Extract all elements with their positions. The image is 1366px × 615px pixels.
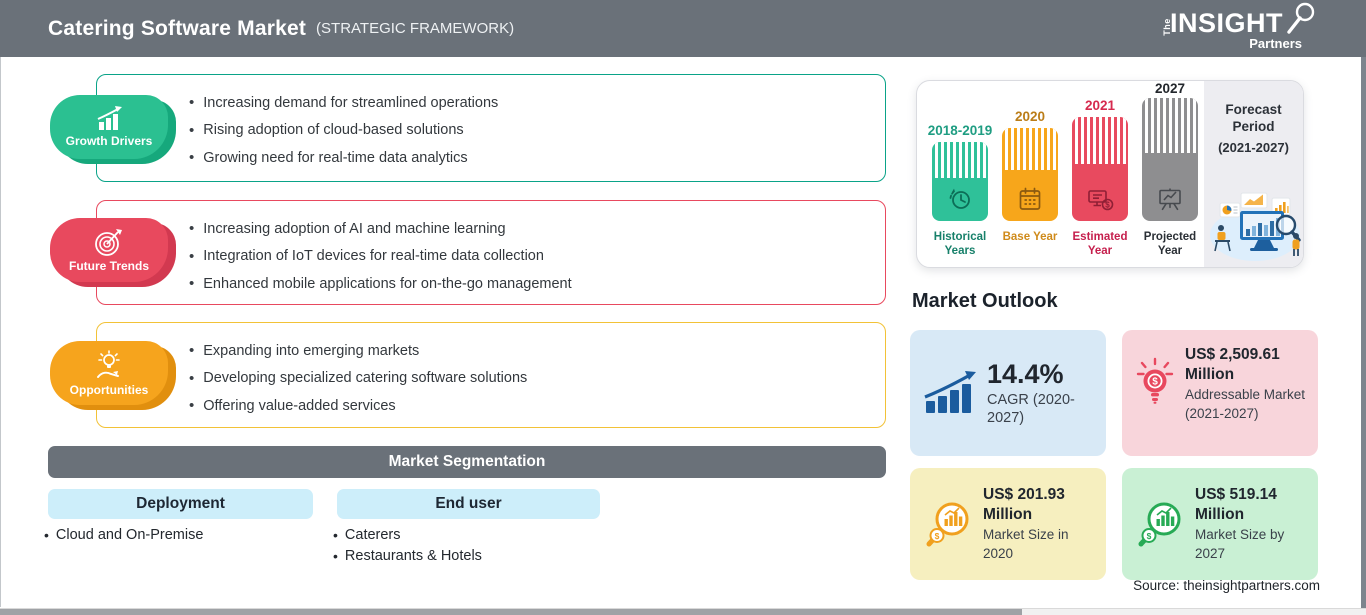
cagr-card: 14.4% CAGR (2020-2027): [910, 330, 1106, 456]
segment-header-end-user: End user: [337, 489, 600, 519]
segment-header-deployment: Deployment: [48, 489, 313, 519]
year-label: 2020: [1014, 109, 1046, 124]
base-year-bar: [1002, 128, 1058, 221]
list-item: Developing specialized catering software…: [189, 365, 885, 393]
list-item: Restaurants & Hotels: [333, 545, 482, 566]
bar-caption: Historical Years: [933, 231, 987, 257]
opportunities-badge: Opportunities: [50, 341, 168, 405]
deployment-items: Cloud and On-Premise: [44, 524, 204, 545]
market-size-2027-label: Market Size by 2027: [1195, 527, 1285, 561]
svg-text:$: $: [1105, 201, 1110, 210]
svg-text:$: $: [935, 531, 940, 541]
list-item: Cloud and On-Premise: [44, 524, 204, 545]
addressable-market-value: US$ 2,509.61 Million: [1185, 346, 1280, 383]
addressable-market-card: $ US$ 2,509.61 Million Addressable Marke…: [1122, 330, 1318, 456]
vertical-scrollbar[interactable]: [1361, 57, 1366, 615]
segment-header-label: End user: [435, 495, 502, 512]
badge-label: Opportunities: [69, 382, 149, 397]
year-label: 2018-2019: [927, 123, 993, 138]
magnifier-chart-icon: $: [926, 502, 969, 547]
horizontal-scrollbar-thumb[interactable]: [0, 609, 1022, 615]
list-item: Growing need for real-time data analytic…: [189, 144, 885, 172]
list-item: Caterers: [333, 524, 482, 545]
list-item: Rising adoption of cloud-based solutions: [189, 117, 885, 145]
market-size-2027-value: US$ 519.14 Million: [1195, 486, 1277, 523]
page-subtitle: (STRATEGIC FRAMEWORK): [316, 20, 515, 37]
historical-years-bar: [932, 142, 988, 221]
clock-history-icon: [949, 188, 970, 209]
svg-text:$: $: [1152, 377, 1158, 388]
cagr-label: CAGR (2020-2027): [987, 391, 1075, 427]
badge-label: Growth Drivers: [65, 134, 153, 148]
growth-drivers-box: Increasing demand for streamlined operat…: [96, 74, 886, 182]
segmentation-title: Market Segmentation: [388, 453, 546, 470]
estimated-year-bar: $: [1072, 117, 1128, 221]
page-title: Catering Software Market: [48, 16, 307, 40]
end-user-items: Caterers Restaurants & Hotels: [333, 524, 482, 566]
badge-label: Future Trends: [68, 258, 149, 273]
addressable-market-label: Addressable Market (2021-2027): [1185, 387, 1306, 421]
bar-stripes: [932, 142, 988, 178]
bar-caption: Projected Year: [1143, 231, 1197, 257]
list-item: Expanding into emerging markets: [189, 337, 885, 365]
year-label: 2021: [1084, 98, 1116, 113]
analytics-illustration: [1210, 192, 1301, 261]
logo-insight-text: INSIGHT: [1170, 8, 1284, 38]
opportunities-box: Expanding into emerging markets Developi…: [96, 322, 886, 428]
magnifier-icon: [1287, 2, 1315, 34]
target-arrow-icon: [95, 228, 122, 256]
source-text: Source: theinsightpartners.com: [1133, 578, 1320, 593]
list-item: Increasing adoption of AI and machine le…: [189, 215, 885, 243]
future-trends-box: Increasing adoption of AI and machine le…: [96, 200, 886, 305]
bar-stripes: [1002, 128, 1058, 170]
market-segmentation-bar: Market Segmentation: [48, 446, 886, 478]
left-border: [0, 57, 1, 607]
future-trends-badge: Future Trends: [50, 218, 168, 282]
horizontal-scrollbar-track[interactable]: [0, 608, 1366, 615]
growth-drivers-badge: Growth Drivers: [50, 95, 168, 159]
forecast-range: (2021-2027): [1218, 140, 1289, 155]
svg-text:$: $: [1147, 531, 1152, 541]
hand-bulb-icon: [97, 349, 120, 378]
growth-chart-icon: [97, 106, 122, 130]
brand-logo: The INSIGHT Partners: [1162, 2, 1315, 52]
cagr-value: 14.4%: [987, 358, 1064, 389]
timeline-panel: 2018-2019 2020 2021 2027: [916, 80, 1304, 268]
market-size-2020-value: US$ 201.93 Million: [983, 486, 1065, 523]
bulb-dollar-icon: $: [1136, 357, 1174, 404]
bar-caption: Estimated Year: [1072, 231, 1128, 257]
market-size-2020-label: Market Size in 2020: [983, 527, 1069, 561]
list-item: Enhanced mobile applications for on-the-…: [189, 270, 885, 298]
bar-caption: Base Year: [1002, 231, 1058, 243]
bar-stripes: [1072, 117, 1128, 164]
market-size-2020-card: $ US$ 201.93 Million Market Size in 2020: [910, 468, 1106, 580]
presentation-icon: [1159, 188, 1181, 211]
segment-header-label: Deployment: [136, 495, 225, 512]
estimate-calculator-icon: $: [1088, 190, 1114, 211]
list-item: Integration of IoT devices for real-time…: [189, 243, 885, 271]
bar-stripes: [1142, 98, 1198, 154]
forecast-title: Forecast Period: [1225, 102, 1282, 134]
market-size-2027-card: $ US$ 519.14 Million Market Size by 2027: [1122, 468, 1318, 580]
logo-partners-text: Partners: [1249, 36, 1302, 51]
projected-year-bar: [1142, 98, 1198, 221]
list-item: Increasing demand for streamlined operat…: [189, 89, 885, 117]
year-label: 2027: [1154, 81, 1186, 96]
list-item: Offering value-added services: [189, 392, 885, 420]
market-outlook-title: Market Outlook: [912, 290, 1058, 312]
cagr-growth-icon: [924, 371, 976, 413]
forecast-period-panel: Forecast Period (2021-2027): [1204, 81, 1303, 267]
magnifier-chart-icon: $: [1138, 502, 1181, 547]
header-bar: Catering Software Market (STRATEGIC FRAM…: [0, 0, 1366, 57]
calendar-icon: [1019, 187, 1041, 210]
